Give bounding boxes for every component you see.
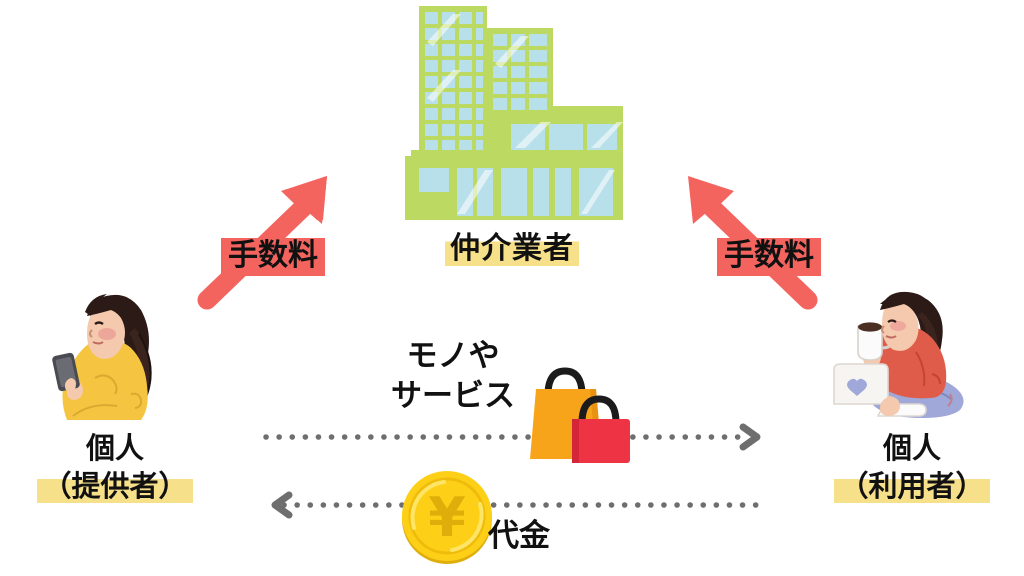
- provider-label-line1: 個人: [85, 431, 144, 465]
- payment-flow-label: 代金: [488, 519, 608, 554]
- broker-label: 仲介業者: [0, 232, 1024, 266]
- coin-yen-symbol: ¥: [428, 486, 466, 549]
- user-label: 個人 （利用者）: [800, 432, 1024, 503]
- provider-label-line2: （提供者）: [37, 470, 193, 503]
- goods-flow-label-line1: モノや: [406, 338, 500, 374]
- payment-flow-label-text: 代金: [488, 518, 550, 554]
- fee-label-right-text: 手数料: [717, 238, 821, 276]
- fee-label-right: 手数料: [694, 238, 844, 276]
- goods-flow-label-line2: サービス: [391, 377, 515, 414]
- broker-label-text: 仲介業者: [445, 232, 579, 266]
- office-building-icon: [405, 2, 630, 228]
- shopping-bags-icon: [526, 357, 644, 479]
- goods-flow-label: モノや サービス: [368, 337, 538, 416]
- fee-label-left: 手数料: [198, 238, 348, 276]
- person-with-laptop-icon: [828, 278, 978, 427]
- user-label-line1: 個人: [882, 431, 941, 465]
- user-label-line2: （利用者）: [834, 470, 990, 503]
- yen-coin-icon: ¥: [396, 466, 498, 572]
- fee-label-left-text: 手数料: [221, 238, 325, 276]
- provider-label: 個人 （提供者）: [0, 432, 230, 503]
- person-with-smartphone-icon: [35, 282, 175, 426]
